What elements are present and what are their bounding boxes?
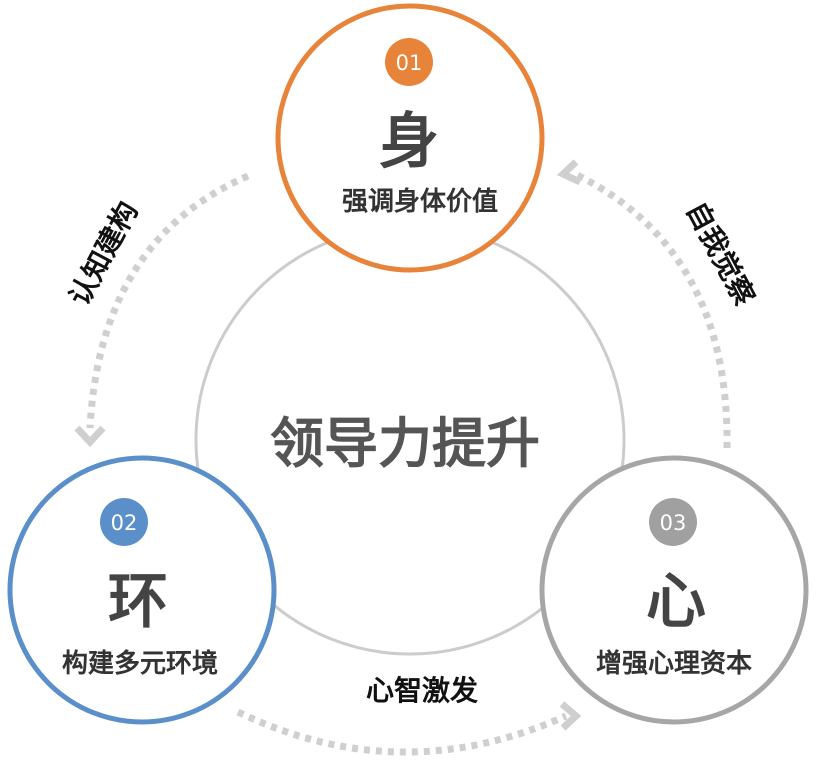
left-arrowhead-icon <box>74 425 106 448</box>
number-badge <box>649 498 697 546</box>
center-title: 领导力提升 <box>270 412 540 475</box>
node-label: 构建多元环境 <box>62 648 218 679</box>
node-label: 增强心理资本 <box>596 648 752 679</box>
bottom-arrowhead-icon <box>559 701 582 731</box>
node-char: 心 <box>646 567 706 637</box>
bottom-flow-arrow <box>236 708 568 756</box>
flow-label-right: 自我觉察 <box>680 196 762 311</box>
node-environment: 02 环 构建多元环境 <box>7 455 277 725</box>
right-flow-arrow <box>573 170 731 449</box>
node-char: 环 <box>108 567 168 637</box>
node-char: 身 <box>379 107 439 177</box>
flow-label-left: 认知建构 <box>63 196 145 310</box>
number-badge <box>100 498 148 546</box>
svg-text:01: 01 <box>396 51 423 75</box>
node-mind: 03 心 增强心理资本 <box>539 455 809 725</box>
node-label: 强调身体价值 <box>342 186 498 217</box>
left-flow-arrow <box>86 172 250 429</box>
flow-label-bottom: 心智激发 <box>366 674 478 707</box>
node-body: 01 身 强调身体价值 <box>275 3 545 273</box>
number-badge <box>385 38 433 86</box>
svg-text:02: 02 <box>111 511 138 535</box>
svg-text:03: 03 <box>660 511 687 535</box>
right-arrowhead-icon <box>556 159 582 186</box>
